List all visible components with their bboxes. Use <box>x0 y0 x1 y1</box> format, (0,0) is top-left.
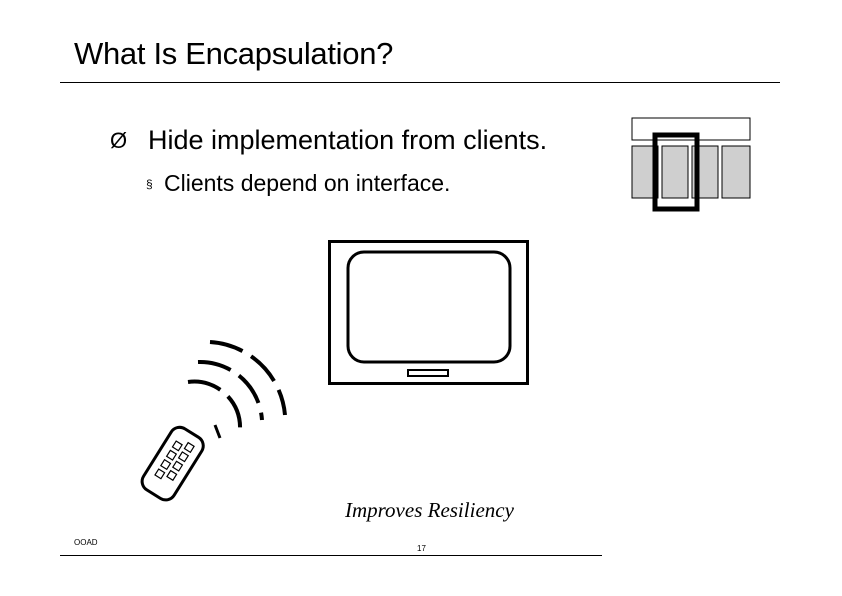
bullet-marker: Ø <box>110 127 128 153</box>
remote-control-icon <box>140 425 205 502</box>
title-divider <box>60 82 780 83</box>
television-icon <box>328 240 529 385</box>
page-number: 17 <box>417 544 426 553</box>
footer-course-label: OOAD <box>74 538 98 547</box>
subbullet-text: Clients depend on interface. <box>164 170 451 196</box>
sub-bullet: § Clients depend on interface. <box>146 170 450 197</box>
signal-waves-icon <box>187 340 287 439</box>
footer-divider <box>60 555 602 556</box>
main-bullet: Ø Hide implementation from clients. <box>110 125 547 156</box>
subbullet-marker: § <box>146 176 153 191</box>
encapsulation-component-icon <box>631 117 751 212</box>
slide-caption: Improves Resiliency <box>345 498 514 522</box>
bullet-text: Hide implementation from clients. <box>148 125 548 155</box>
slide-title: What Is Encapsulation? <box>74 36 394 71</box>
